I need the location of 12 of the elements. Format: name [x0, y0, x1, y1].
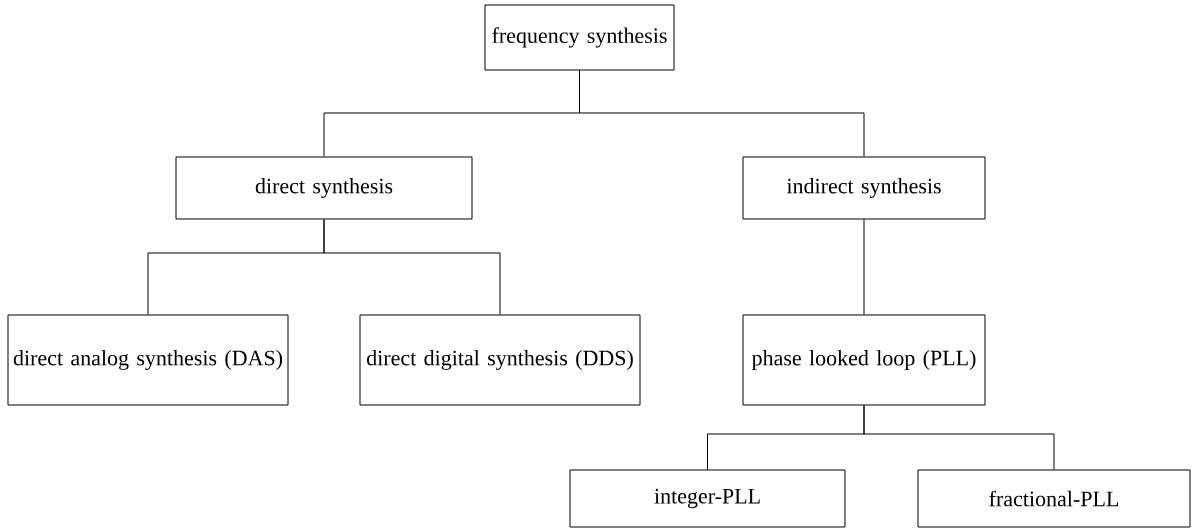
process-box: indirect synthesis	[742, 156, 986, 220]
process-box: direct synthesis	[175, 156, 473, 220]
process-box: frequency synthesis	[484, 4, 675, 71]
connector-line	[863, 219, 865, 315]
connector-line	[323, 219, 501, 315]
connector-line	[863, 405, 1055, 470]
process-box: direct digital synthesis (DDS)	[359, 314, 641, 406]
connector-line	[579, 70, 865, 157]
process-box: phase looked loop (PLL)	[742, 314, 986, 406]
process-box: fractional-PLL	[917, 469, 1191, 528]
process-box: integer-PLL	[569, 469, 846, 528]
process-box: direct analog synthesis (DAS)	[7, 314, 289, 406]
